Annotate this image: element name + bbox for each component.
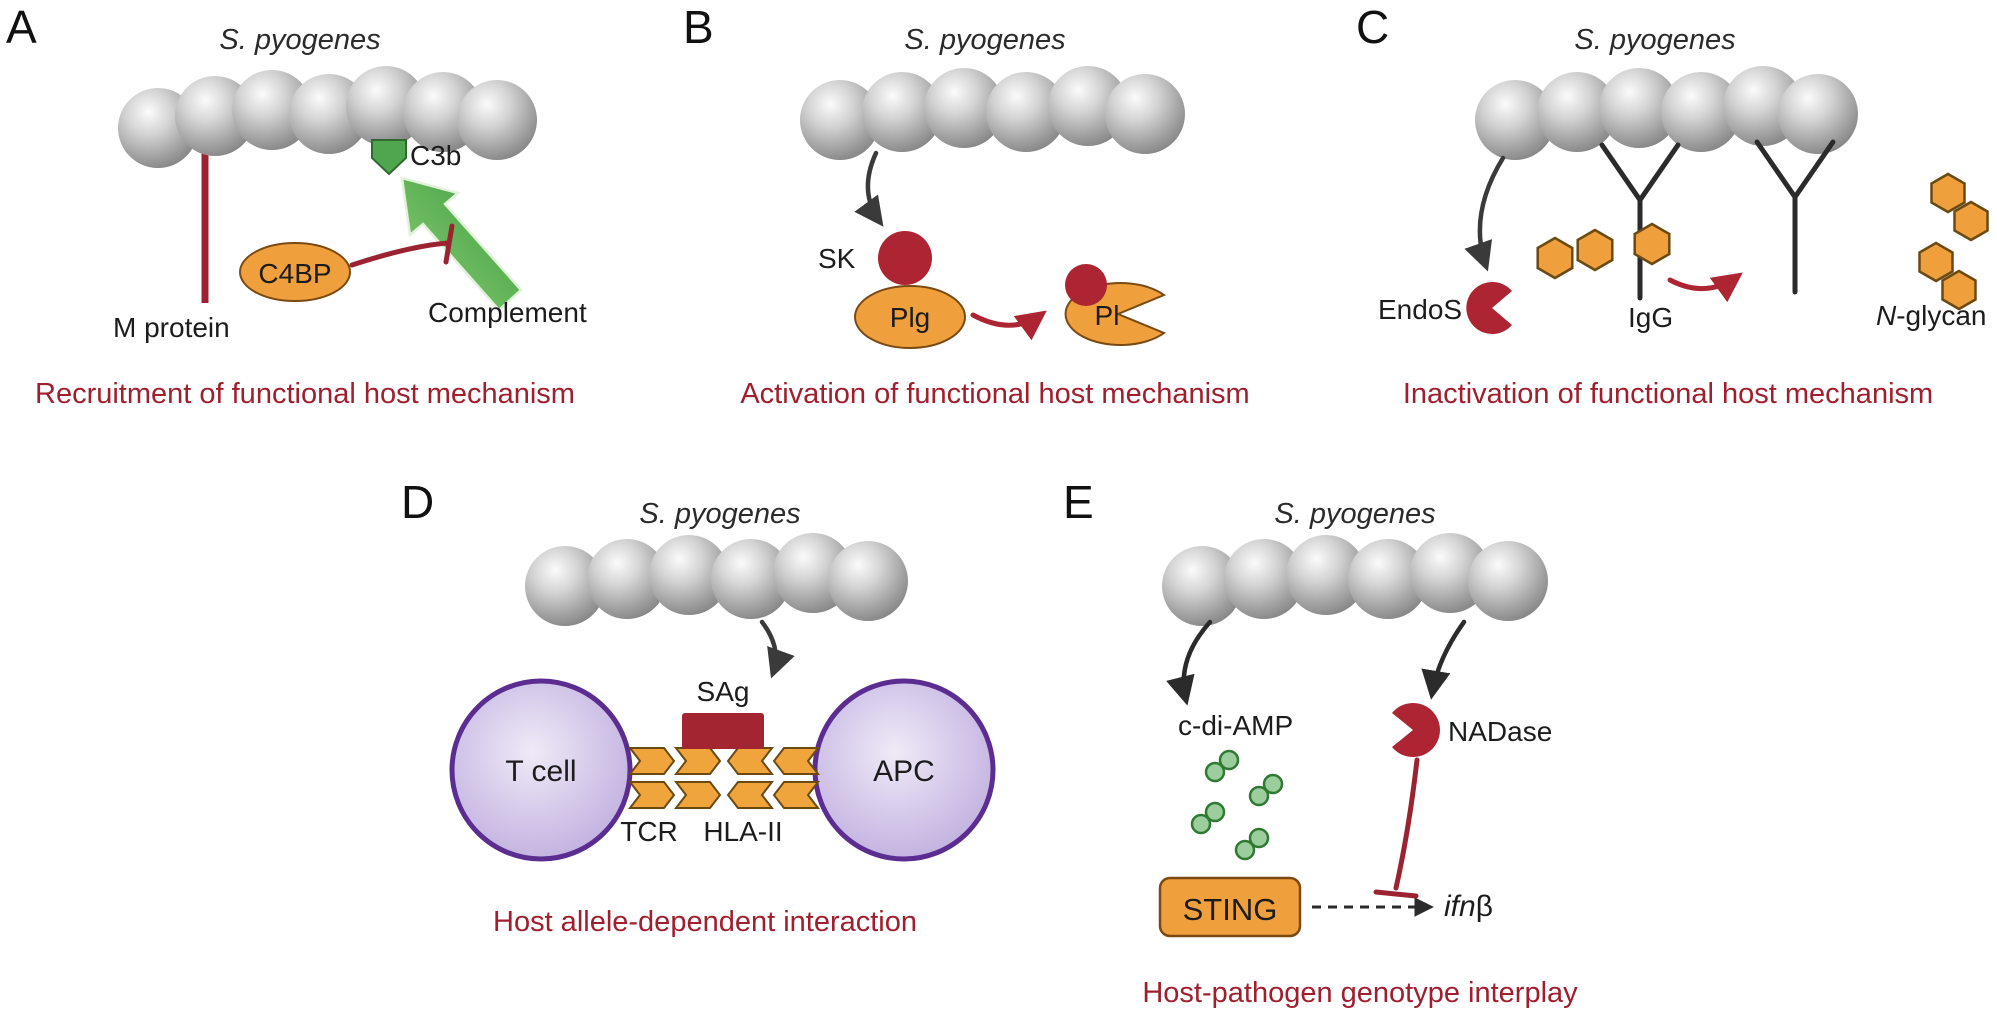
endos-label: EndoS: [1378, 294, 1463, 325]
bacteria-chain-icon: [525, 533, 908, 626]
inhibition-bar: [443, 223, 455, 265]
plg-label: Plg: [889, 302, 931, 333]
sag-shape: [682, 713, 764, 749]
panel-b: B S. pyogenes SK Plg Pl Activation of fu…: [640, 0, 1300, 420]
organism-label: S. pyogenes: [904, 24, 1066, 56]
panel-d: D S. pyogenes SAg T cell APC TCR HLA-II …: [390, 470, 1010, 940]
panel-b-letter: B: [683, 1, 714, 53]
bacteria-chain-icon: [1162, 533, 1548, 626]
panel-c-caption: Inactivation of functional host mechanis…: [1402, 378, 1934, 410]
apc-label: APC: [873, 755, 935, 788]
sk-shape: [878, 231, 932, 285]
pl-sk-shape: [1065, 264, 1107, 306]
endos-shape: [1466, 282, 1512, 334]
inhibition-line: [1393, 757, 1420, 891]
inhibition-bar: [1373, 889, 1419, 899]
tcr-label: TCR: [620, 816, 678, 847]
t-cell-label: T cell: [505, 755, 577, 788]
panel-a-caption: Recruitment of functional host mechanism: [35, 378, 575, 410]
t-cell-shape: [449, 678, 633, 862]
organism-label: S. pyogenes: [1274, 498, 1436, 530]
igg-deglycosylated-icon: [1754, 139, 1836, 295]
c3b-icon: [371, 139, 407, 176]
n-glycan-label-rest: -glycan: [1896, 300, 1987, 331]
organism-label: S. pyogenes: [1574, 24, 1736, 56]
panel-c: C S. pyogenes EndoS IgG N-glycan Inactiv…: [1340, 0, 1997, 420]
release-arrow-icon: [854, 150, 884, 227]
c-di-amp-molecule-icons: [1190, 749, 1284, 861]
ifn-label-italic: ifn: [1444, 890, 1476, 923]
inhibition-line: [349, 240, 451, 268]
sag-label: SAg: [696, 676, 750, 707]
release-arrow-right-icon: [1421, 619, 1467, 700]
panel-d-letter: D: [401, 476, 435, 528]
panel-e-letter: E: [1063, 476, 1094, 528]
panel-c-letter: C: [1356, 1, 1390, 53]
organism-label: S. pyogenes: [639, 498, 801, 530]
conversion-arrow-icon: [970, 310, 1047, 341]
panel-e-graphics: [1158, 533, 1548, 938]
pl-label: Pl: [1094, 300, 1120, 331]
n-glycan-label: N-glycan: [1876, 300, 1987, 332]
release-arrow-icon: [759, 619, 795, 679]
c-di-amp-label: c-di-AMP: [1178, 710, 1294, 741]
panel-d-caption: Host allele-dependent interaction: [493, 906, 917, 938]
n-glycan-icons: [1918, 172, 1989, 311]
hla-label: HLA-II: [703, 816, 783, 847]
panel-a-graphics: [118, 66, 537, 312]
panel-a: A S. pyogenes C3b C4BP M protein Complem…: [0, 0, 620, 420]
bacteria-chain-icon: [800, 66, 1185, 160]
panel-d-graphics: [449, 533, 996, 862]
igg-label: IgG: [1628, 302, 1674, 333]
organism-label: S. pyogenes: [219, 24, 381, 56]
m-protein-label: M protein: [113, 312, 230, 343]
panel-a-letter: A: [6, 1, 37, 53]
release-arrow-icon: [1464, 155, 1506, 272]
sting-label: STING: [1182, 892, 1278, 927]
sk-label: SK: [818, 243, 856, 274]
bacteria-chain-icon: [1475, 66, 1858, 160]
sting-shape: [1158, 876, 1302, 938]
panel-b-graphics: [800, 66, 1185, 349]
c4bp-label: C4BP: [258, 258, 332, 289]
nadase-label: NADase: [1448, 716, 1553, 747]
panel-e-caption: Host-pathogen genotype interplay: [1142, 977, 1578, 1009]
cleavage-arrow-icon: [1667, 272, 1743, 303]
tcr-hla-receptor-icons: [627, 747, 821, 809]
panel-e: E S. pyogenes c-di-AMP NADase STING ifnβ…: [1040, 470, 1680, 1016]
ifn-label-beta: β: [1475, 890, 1493, 923]
n-glycan-label-italic: N: [1876, 300, 1897, 331]
panel-b-caption: Activation of functional host mechanism: [740, 378, 1250, 410]
igg-antibody-icon: [1599, 142, 1681, 301]
complement-label: Complement: [428, 297, 587, 328]
igg-glycan-icons: [1536, 222, 1671, 280]
nadase-shape: [1392, 703, 1440, 757]
plg-shape: [854, 285, 966, 349]
release-arrow-left-icon: [1166, 619, 1213, 706]
complement-arrow-icon: [400, 176, 523, 312]
panel-c-graphics: [1464, 66, 1989, 334]
c3b-label: C3b: [410, 140, 462, 171]
c4bp-shape: [239, 242, 351, 302]
bacteria-chain-icon: [118, 66, 537, 168]
ifn-beta-label: ifnβ: [1444, 890, 1493, 924]
